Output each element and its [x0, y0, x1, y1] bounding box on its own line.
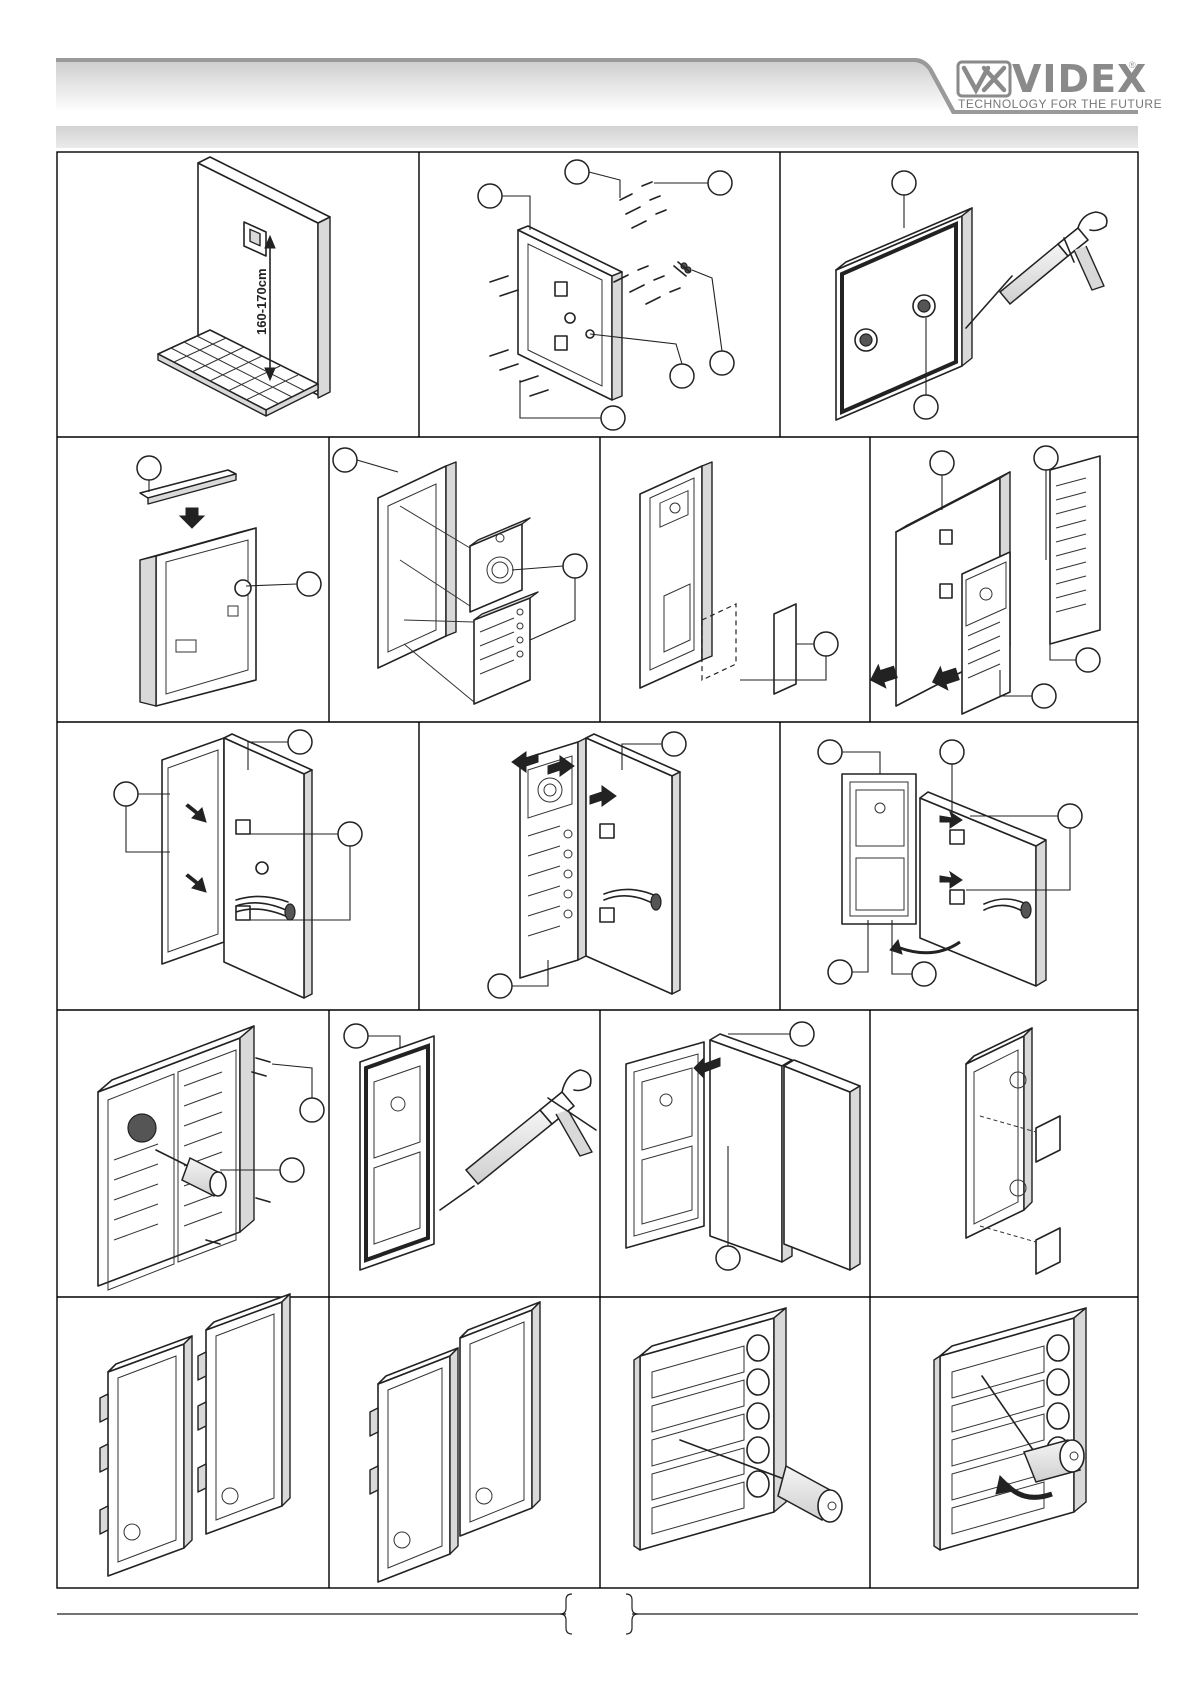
caulking-gun-icon: [440, 1070, 596, 1210]
step-insert-frame-into-back-box: [867, 446, 1100, 714]
caulking-gun-icon: [966, 212, 1107, 328]
callout-markers: [344, 1024, 400, 1048]
header-band: [56, 62, 950, 112]
section-title-bar: [56, 126, 1138, 148]
name-card-module: [1050, 456, 1100, 644]
step-wall-mounting-height: 160-170cm: [158, 157, 330, 416]
brand-name: VIDEX: [1012, 57, 1147, 101]
step-back-boxes-side-by-side-2: [370, 1302, 540, 1582]
step-fit-blank-plate: [640, 462, 838, 694]
down-arrow-icon: [180, 508, 204, 528]
step-tighten-panel-screws: [98, 1026, 324, 1290]
step-back-boxes-side-by-side-1: [100, 1294, 290, 1576]
step-hinge-clips: [114, 730, 362, 998]
mounting-height-label: 160-170cm: [254, 269, 269, 336]
step-hinge-bracket: [966, 1028, 1060, 1274]
step-name-card-removal-2: [934, 1308, 1086, 1550]
callout-markers: [333, 448, 587, 640]
step-fit-frame-strip: [137, 456, 321, 706]
videx-logo: VIDEX ® TECHNOLOGY FOR THE FUTURE: [958, 57, 1162, 111]
brand-registered: ®: [1129, 60, 1136, 70]
step-name-card-removal-1: [634, 1308, 842, 1550]
module-frame: [962, 552, 1010, 714]
step-apply-sealant-frame: [344, 1024, 596, 1270]
step-open-panel-on-hinges: [818, 740, 1082, 986]
left-arrow-icon: [867, 661, 899, 692]
step-slide-panel-onto-hinges: [488, 732, 686, 998]
step-back-box-fixing: [478, 160, 734, 430]
step-join-back-boxes: [626, 1022, 860, 1270]
step-modules-into-frame: [333, 448, 587, 704]
step-apply-sealant-back-box: [836, 171, 1107, 420]
brand-tagline: TECHNOLOGY FOR THE FUTURE: [958, 97, 1162, 111]
vx-emblem-icon: [958, 62, 1010, 96]
page-footer: [57, 1594, 1138, 1634]
